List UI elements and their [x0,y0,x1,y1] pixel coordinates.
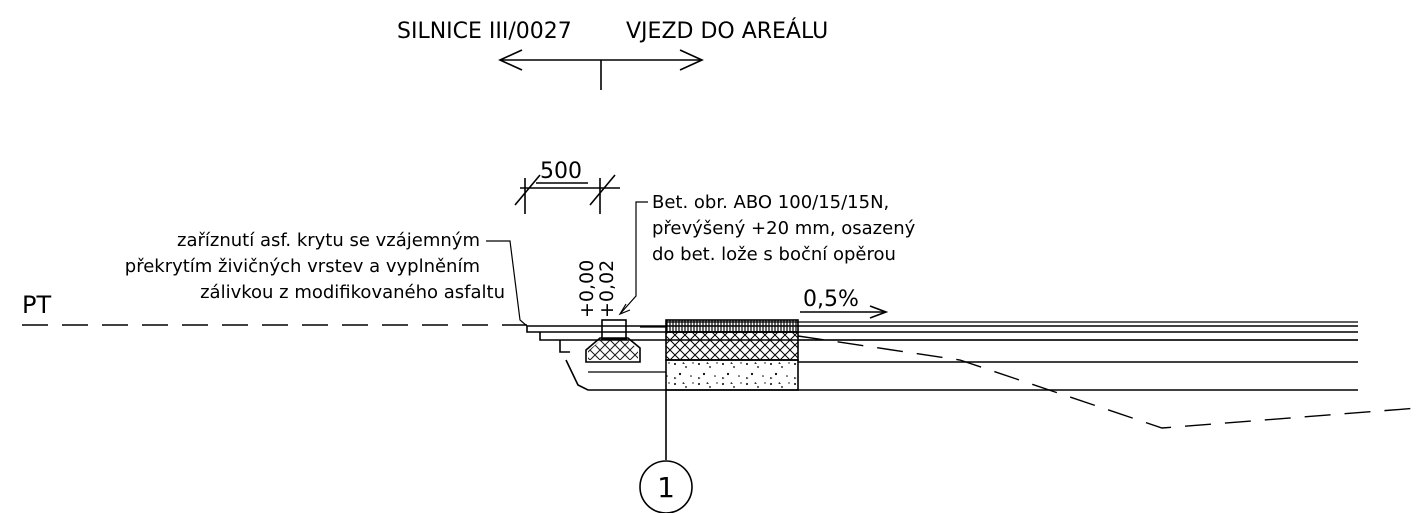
slope-arrow [800,305,889,319]
road-label: SILNICE III/0027 [397,19,572,44]
curb-note-line-1: Bet. obr. ABO 100/15/15N, [652,192,889,213]
curb-element [585,319,641,363]
detail-marker-circle [639,460,693,513]
direction-arrow [498,49,704,90]
cut-note-line-1: zaříznutí asf. krytu se vzájemným [177,230,480,251]
cut-annotation: zaříznutí asf. krytu se vzájemným překry… [125,230,528,327]
level-label-0: +0,00 [576,260,598,318]
slope-label: 0,5% [803,287,859,312]
curb-note-line-2: převýšený +20 mm, osazený [652,218,916,239]
dimension-width-label: 500 [540,159,582,184]
detail-block [665,319,799,391]
entrance-label: VJEZD DO AREÁLU [626,18,828,44]
detail-marker-number: 1 [657,471,675,504]
curb-note-line-3: do bet. lože s boční opěrou [652,244,896,265]
existing-terrain-line-right [797,335,1418,429]
cut-note-line-2: překrytím živičných vrstev a vyplněním [125,256,480,277]
cut-note-line-3: zálivkou z modifikovaného asfaltu [200,282,505,303]
curb-annotation: Bet. obr. ABO 100/15/15N, převýšený +20 … [618,192,916,316]
terrain-label: PT [22,291,51,319]
level-label-2: +0,02 [596,260,618,318]
pavement-structure [526,321,1358,391]
dimension-500 [514,174,620,214]
